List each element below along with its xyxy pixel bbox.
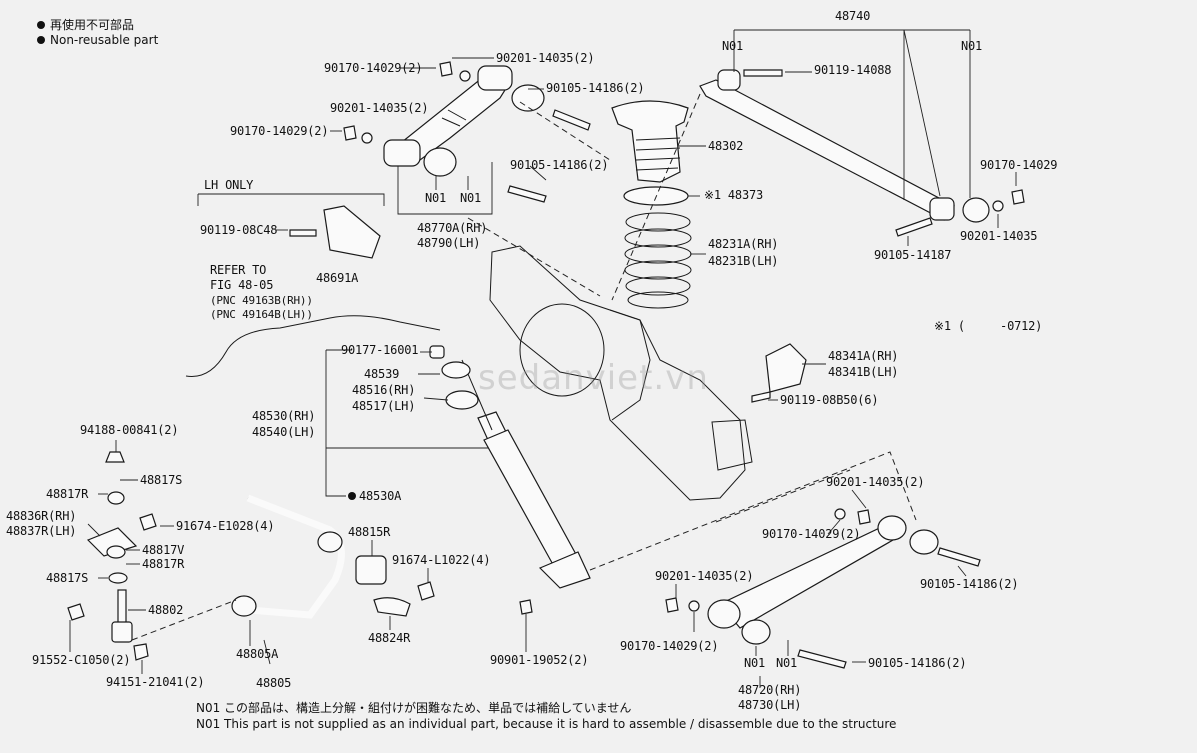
- callout-90119-08c48: 90119-08C48: [200, 223, 278, 237]
- callout-91552-c1050: 91552-C1050(2): [32, 653, 131, 667]
- legend-en: Non-reusable part: [37, 33, 158, 47]
- callout-94151-21041: 94151-21041(2): [106, 675, 205, 689]
- callout-48770a: 48770A(RH): [417, 221, 488, 235]
- brake-hose: [185, 315, 441, 377]
- shock-bracket: [765, 343, 807, 393]
- callout-48530: 48530(RH): [252, 409, 316, 423]
- callout-n01-f: N01: [776, 656, 798, 670]
- callout-n01-e: N01: [744, 656, 766, 670]
- callout-48817v: 48817V: [142, 543, 185, 557]
- callout-90901-19052: 90901-19052(2): [490, 653, 589, 667]
- callout-90105-14186-lower: 90105-14186(2): [920, 577, 1019, 591]
- axle-housing: [489, 245, 753, 501]
- callout-48817r-left: 48817R: [46, 487, 89, 501]
- callout-90177-16001: 90177-16001: [341, 343, 419, 357]
- callout-90105-14187: 90105-14187: [874, 248, 952, 262]
- callout-48805: 48805: [256, 676, 292, 690]
- callout-n01-a: N01: [722, 39, 744, 53]
- shock-absorber: [429, 345, 591, 589]
- callout-48815r: 48815R: [348, 525, 391, 539]
- watermark: sedanviet.vn: [478, 358, 709, 398]
- callout-48540: 48540(LH): [252, 425, 316, 439]
- callout-90201-14035-lower: 90201-14035(2): [826, 475, 925, 489]
- callout-90170-14029-low2: 90170-14029(2): [620, 639, 719, 653]
- callout-refer-line4: (PNC 49164B(LH)): [210, 308, 313, 321]
- callout-90105-14186-mid: 90105-14186(2): [510, 158, 609, 172]
- callout-48817s-top: 48817S: [140, 473, 183, 487]
- callout-refer-line3: (PNC 49163B(RH)): [210, 294, 313, 307]
- stabilizer-bar: [231, 494, 345, 619]
- callout-90170-14029-mid: 90170-14029(2): [230, 124, 329, 138]
- callout-n01-c: N01: [425, 191, 447, 205]
- upper-control-arm: [383, 65, 545, 177]
- callout-90170-14029-lower: 90170-14029(2): [762, 527, 861, 541]
- callout-90201-14035-mid: 90201-14035(2): [330, 101, 429, 115]
- callout-48691a: 48691A: [316, 271, 359, 285]
- legend-jp: 再使用不可部品: [37, 16, 134, 33]
- callout-91674-l1022: 91674-L1022(4): [392, 553, 491, 567]
- lower-control-arm: [707, 515, 939, 645]
- callout-90170-14029-right: 90170-14029: [980, 158, 1058, 172]
- callout-n01-b: N01: [961, 39, 983, 53]
- callout-48740: 48740: [835, 9, 871, 23]
- filled-dot-icon: [37, 21, 45, 29]
- lateral-rod: [699, 69, 990, 223]
- note-jp: N01 この部品は、構造上分解・組付けが困難なため、単品では補給していません: [196, 701, 632, 715]
- callout-90119-08b50: 90119-08B50(6): [780, 393, 879, 407]
- lh-bracket: [323, 205, 381, 259]
- leader-lines: [69, 29, 1017, 688]
- callout-48231b: 48231B(LH): [708, 254, 779, 268]
- callout-48836r: 48836R(RH): [6, 509, 77, 523]
- coil-spring: [624, 212, 692, 309]
- callout-lh-only: LH ONLY: [204, 178, 254, 192]
- bump-stopper: [611, 100, 689, 183]
- callout-91674-e1028: 91674-E1028(4): [176, 519, 275, 533]
- callout-90119-14088: 90119-14088: [814, 63, 892, 77]
- callout-refer-line2: FIG 48-05: [210, 278, 274, 292]
- callout-48805a: 48805A: [236, 647, 279, 661]
- callout-footnote-ref: ※1 ( -0712): [934, 319, 1043, 333]
- stabilizer-link: [67, 451, 157, 661]
- callout-48341a: 48341A(RH): [828, 349, 899, 363]
- callout-n01-d: N01: [460, 191, 482, 205]
- filled-dot-icon: [37, 36, 45, 44]
- dashed-lines: [131, 93, 917, 641]
- callout-90105-14186-low2: 90105-14186(2): [868, 656, 967, 670]
- callout-90201-14035-low2: 90201-14035(2): [655, 569, 754, 583]
- callout-48817r-right: 48817R: [142, 557, 185, 571]
- note-en: N01 This part is not supplied as an indi…: [196, 717, 897, 731]
- callout-48730: 48730(LH): [738, 698, 802, 712]
- callout-48817s-bot: 48817S: [46, 571, 89, 585]
- fasteners: [289, 61, 1025, 669]
- callout-48517: 48517(LH): [352, 399, 416, 413]
- callout-90170-14029-top: 90170-14029(2): [324, 61, 423, 75]
- callout-48837r: 48837R(LH): [6, 524, 77, 538]
- callout-48302: 48302: [708, 139, 744, 153]
- callout-48530a: 48530A: [348, 490, 401, 503]
- callout-48231a: 48231A(RH): [708, 237, 779, 251]
- callout-90201-14035-right: 90201-14035: [960, 229, 1038, 243]
- callout-48790: 48790(LH): [417, 236, 481, 250]
- callout-90201-14035-top: 90201-14035(2): [496, 51, 595, 65]
- callout-48373: ※1 48373: [704, 188, 764, 202]
- callout-48516: 48516(RH): [352, 383, 416, 397]
- callout-refer-line1: REFER TO: [210, 263, 267, 277]
- callout-48341b: 48341B(LH): [828, 365, 899, 379]
- filled-dot-icon: [348, 492, 356, 500]
- callout-94188-00841: 94188-00841(2): [80, 423, 179, 437]
- callout-48720: 48720(RH): [738, 683, 802, 697]
- callout-90105-14186-top: 90105-14186(2): [546, 81, 645, 95]
- callout-48802: 48802: [148, 603, 184, 617]
- callout-48539: 48539: [364, 367, 400, 381]
- callout-48824r: 48824R: [368, 631, 411, 645]
- stabilizer-bushing: [355, 555, 435, 617]
